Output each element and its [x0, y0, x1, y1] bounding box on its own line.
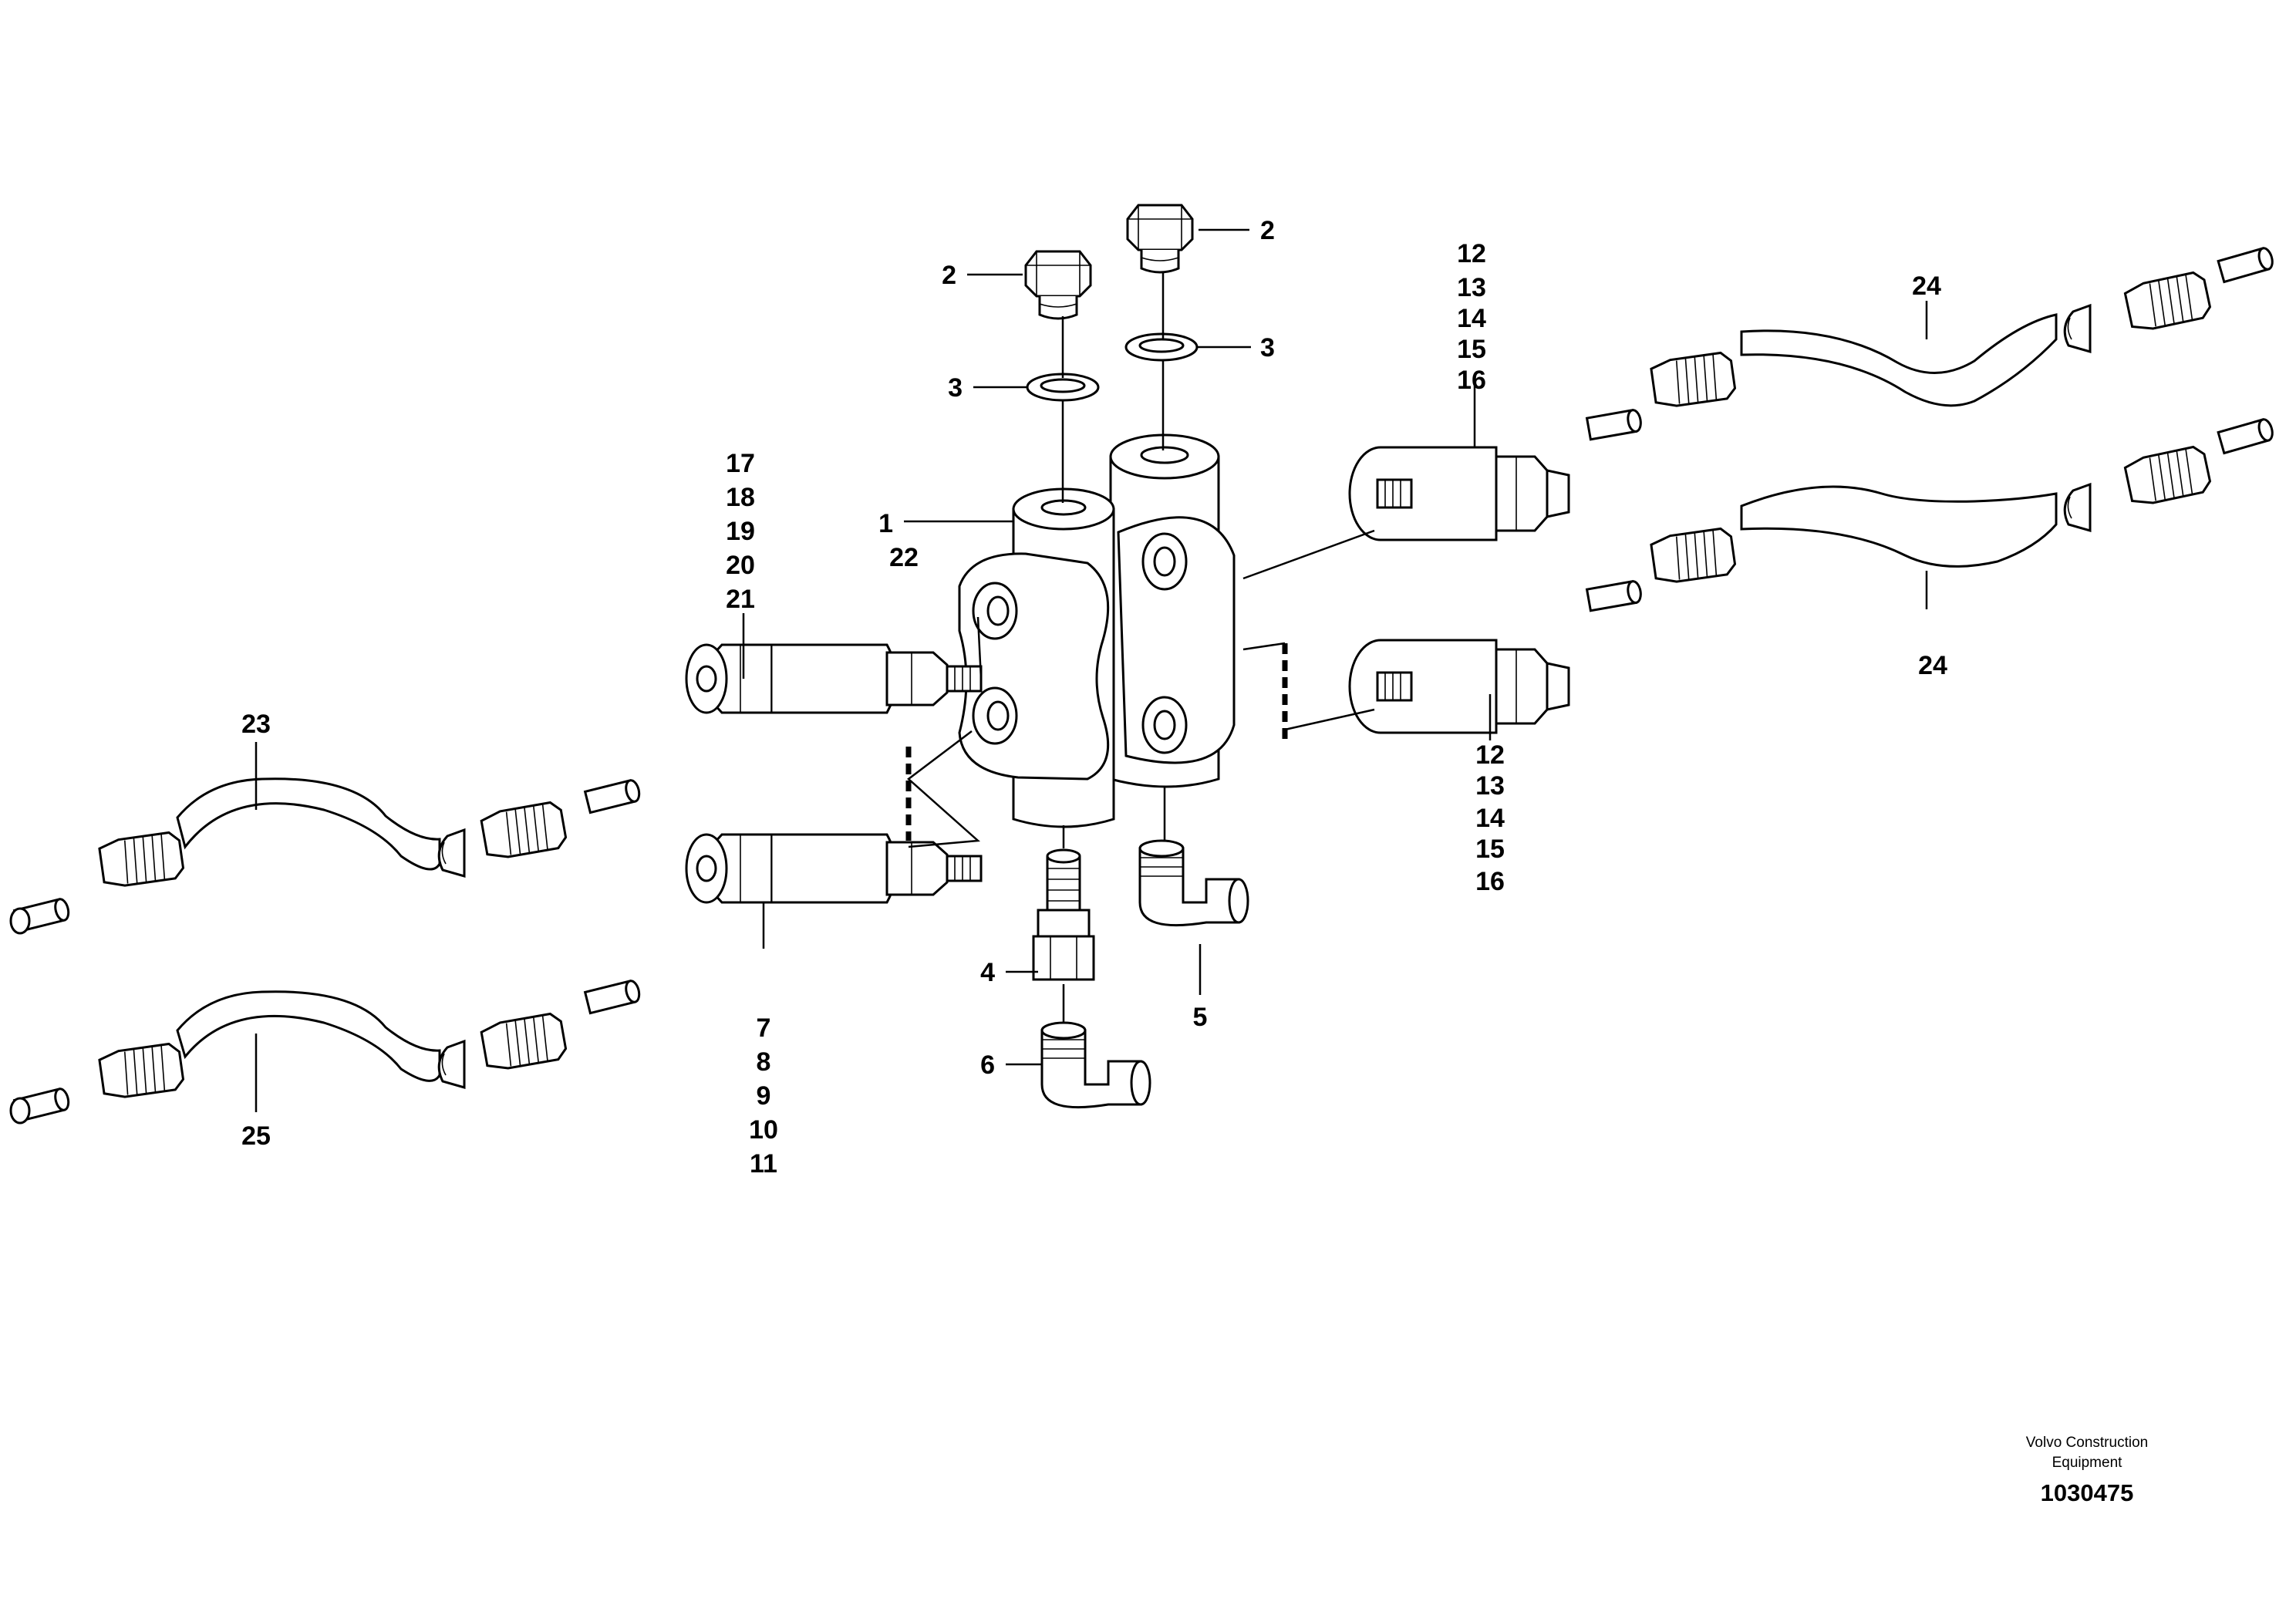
right-lower-hose [1586, 416, 2276, 612]
callout-labels: 1 22 2 2 3 3 17 18 19 20 21 7 8 9 10 11 … [241, 216, 1947, 1179]
svg-text:19: 19 [726, 517, 755, 546]
svg-text:12: 12 [1457, 239, 1486, 268]
washer-left [1026, 373, 1100, 402]
svg-text:9: 9 [757, 1081, 771, 1111]
right-lower-sensor [1348, 639, 1570, 734]
svg-text:21: 21 [726, 585, 755, 614]
callout-2-left: 2 [942, 261, 956, 290]
svg-text:10: 10 [749, 1115, 778, 1145]
svg-text:8: 8 [757, 1047, 771, 1077]
svg-text:14: 14 [1475, 804, 1505, 833]
svg-text:15: 15 [1457, 335, 1486, 364]
svg-text:16: 16 [1475, 867, 1505, 896]
callout-24-upper: 24 [1912, 271, 1941, 301]
svg-text:17: 17 [726, 449, 755, 478]
callout-25: 25 [241, 1121, 271, 1151]
plug-bolt-left [1024, 250, 1092, 320]
right-upper-hose [1586, 245, 2276, 441]
callout-3-left: 3 [948, 373, 963, 403]
svg-text:15: 15 [1475, 835, 1505, 864]
left-lower-hose [9, 978, 642, 1125]
left-upper-sensor [685, 643, 983, 714]
callout-6: 6 [980, 1050, 995, 1080]
svg-text:12: 12 [1475, 740, 1505, 770]
callout-group-12-16-lower: 12 13 14 15 16 [1475, 740, 1505, 896]
svg-text:18: 18 [726, 483, 755, 512]
credit-company: Volvo Construction [2026, 1435, 2148, 1451]
svg-text:13: 13 [1457, 273, 1486, 302]
svg-text:20: 20 [726, 551, 755, 580]
credit-block: Volvo Construction Equipment 1030475 [2026, 1435, 2148, 1506]
elbow-fitting-right [1138, 839, 1249, 927]
callout-4: 4 [980, 958, 995, 987]
svg-text:11: 11 [750, 1149, 777, 1179]
callout-2-right: 2 [1260, 216, 1275, 245]
svg-text:7: 7 [757, 1013, 771, 1043]
callout-23: 23 [241, 710, 271, 739]
elbow-fitting-lower [1040, 1021, 1151, 1109]
callout-24-lower: 24 [1918, 651, 1947, 680]
right-upper-sensor [1348, 446, 1570, 541]
callout-5: 5 [1193, 1003, 1208, 1032]
callout-3-right: 3 [1260, 333, 1275, 363]
svg-text:13: 13 [1475, 771, 1505, 801]
credit-equipment: Equipment [2052, 1455, 2123, 1471]
drawing-number: 1030475 [2041, 1479, 2134, 1506]
callout-group-12-16-upper: 12 13 14 15 16 [1457, 239, 1486, 395]
nipple-fitting [1032, 848, 1095, 981]
left-upper-hose [9, 777, 642, 935]
callout-22: 22 [889, 543, 919, 572]
valve-block [958, 433, 1236, 828]
callout-1: 1 [878, 509, 893, 538]
svg-text:16: 16 [1457, 366, 1486, 395]
washer-right [1124, 332, 1199, 362]
plug-bolt-right [1126, 204, 1194, 274]
svg-text:14: 14 [1457, 304, 1486, 333]
callout-group-17-21: 17 18 19 20 21 [726, 449, 755, 614]
callout-group-7-11: 7 8 9 10 11 [749, 1013, 778, 1179]
